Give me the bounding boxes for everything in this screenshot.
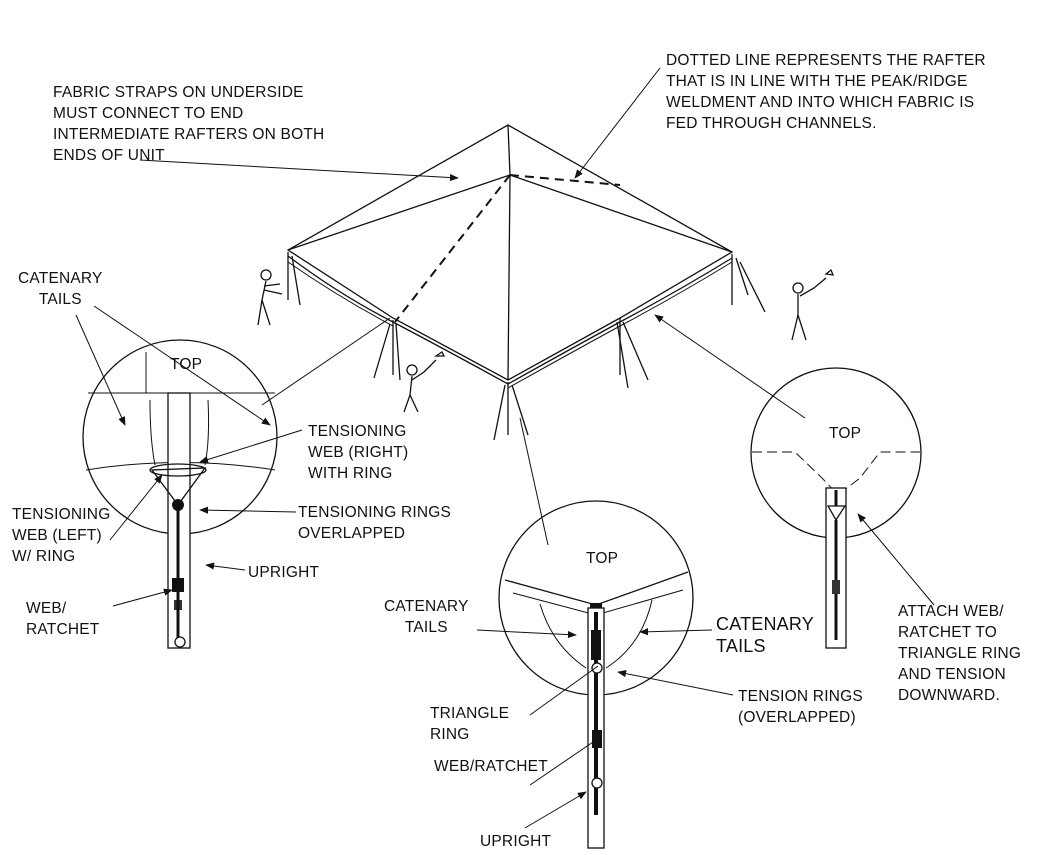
detail-circle-right [750,367,922,649]
web-ratchet-center-label: WEB/RATCHET [434,758,548,775]
detail-circle-center [498,500,694,849]
leader-right-circle-to-tent [654,314,806,419]
leader-fabric-straps [139,159,459,182]
worker-figure-left [257,269,283,326]
catenary-tails-left-label: CATENARY TAILS [18,270,103,308]
catenary-tails-center-large-label: CATENARY TAILS [716,614,814,656]
top-right-label: TOP [829,425,862,442]
tensioning-web-left-label: TENSIONING WEB (LEFT) W/ RING [12,506,111,565]
upright-center-label: UPRIGHT [480,833,552,850]
tensioning-rings-label: TENSIONING RINGS OVERLAPPED [298,504,452,542]
upright-left-label: UPRIGHT [248,564,320,581]
fabric-straps-label: FABRIC STRAPS ON UNDERSIDE MUST CONNECT … [53,84,325,164]
leader-left-circle-to-tent [261,317,391,406]
detail-circle-left [82,339,278,649]
leader-dotted-line [574,67,661,179]
dotted-line-label: DOTTED LINE REPRESENTS THE RAFTER THAT I… [666,52,986,132]
dotted-rafter-line [394,174,511,323]
top-left-label: TOP [170,356,203,373]
leader-center-circle-to-tent [519,417,549,546]
tensioning-web-right-label: TENSIONING WEB (RIGHT) WITH RING [308,423,409,482]
tent-corner-legs [287,252,766,441]
tension-rings-label: TENSION RINGS (OVERLAPPED) [738,688,863,726]
web-ratchet-left-label: WEB/ RATCHET [26,600,100,638]
tent-illustration [257,124,835,441]
worker-figure-center [403,351,446,413]
triangle-ring-label: TRIANGLE RING [430,705,510,743]
catenary-tails-center-small-label: CATENARY TAILS [384,598,469,636]
attach-web-label: ATTACH WEB/ RATCHET TO TRIANGLE RING AND… [898,603,1022,704]
worker-figure-right [791,268,835,341]
top-center-label: TOP [586,550,619,567]
